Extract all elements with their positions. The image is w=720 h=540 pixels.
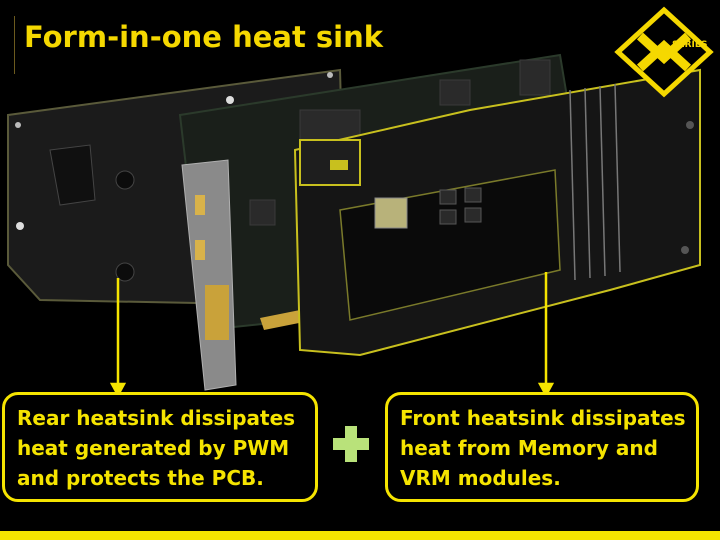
oc-series-logo-icon <box>614 6 714 98</box>
dvi-port <box>205 285 229 340</box>
gpu-die <box>374 197 408 229</box>
rear-callout-line-2: heat generated by PWM <box>17 436 290 460</box>
logo-series-text: SERIES <box>672 40 708 50</box>
arrow-down-icon <box>109 278 127 398</box>
rear-callout-line-1: Rear heatsink dissipates <box>17 406 296 430</box>
rear-callout-line-3: and protects the PCB. <box>17 466 264 490</box>
slide-title: Form-in-one heat sink <box>24 20 384 54</box>
rear-heatsink-callout: Rear heatsink dissipates heat generated … <box>2 392 318 502</box>
front-heatsink-callout: Front heatsink dissipates heat from Memo… <box>385 392 699 502</box>
bottom-accent-bar <box>0 531 720 540</box>
front-callout-line-2: heat from Memory and <box>400 436 658 460</box>
heatsink-fins <box>569 83 621 281</box>
plus-icon <box>333 426 369 462</box>
arrow-down-icon <box>537 272 555 398</box>
front-callout-line-3: VRM modules. <box>400 466 561 490</box>
front-callout-line-1: Front heatsink dissipates <box>400 406 686 430</box>
rear-plate-cutout <box>49 144 96 206</box>
title-divider <box>14 16 15 74</box>
vrm-modules <box>439 187 482 225</box>
